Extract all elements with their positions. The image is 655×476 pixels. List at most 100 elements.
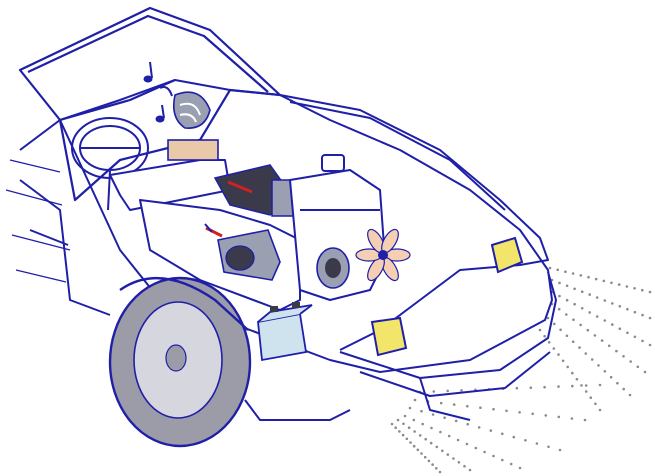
beam-dot <box>633 287 636 290</box>
beam-dot <box>619 327 622 330</box>
beam-dot <box>564 270 567 273</box>
beam-dot <box>398 430 401 433</box>
beam-dot <box>571 417 574 420</box>
beam-dot <box>572 272 575 275</box>
beam-dot <box>453 403 456 406</box>
beam-dot <box>566 299 569 302</box>
beam-dot <box>466 423 469 426</box>
beam-dot <box>501 433 504 436</box>
beam-dot <box>409 441 412 444</box>
beam-dot <box>599 409 602 412</box>
beam-dot <box>531 413 534 416</box>
beam-dot <box>553 323 556 326</box>
beam-dot <box>603 280 606 283</box>
beam-dot <box>616 382 619 385</box>
beam-dot <box>581 307 584 310</box>
beam-dot <box>431 463 434 466</box>
beam-dot <box>572 340 575 343</box>
front-wheel <box>110 278 250 446</box>
beam-dot <box>414 399 417 402</box>
beam-dot <box>596 315 599 318</box>
beam-dot <box>413 430 416 433</box>
beam-dot <box>452 457 455 460</box>
beam-dot <box>457 439 460 442</box>
beam-dot <box>391 423 394 426</box>
beam-dot <box>622 355 625 358</box>
beam-dot <box>469 469 472 472</box>
beam-dot <box>409 407 412 410</box>
beam-dot <box>557 353 560 356</box>
beam-dot <box>629 360 632 363</box>
beam-dot <box>604 370 607 373</box>
beam-dot <box>618 283 621 286</box>
alternator <box>317 248 349 288</box>
beam-dot <box>447 453 450 456</box>
beam-dot <box>565 313 568 316</box>
beam-dot <box>397 419 400 422</box>
beam-dot <box>448 435 451 438</box>
beam-dot <box>518 411 521 414</box>
beam-dot <box>443 416 446 419</box>
beam-dot <box>585 390 588 393</box>
beam-dot <box>435 467 438 470</box>
beam-dot <box>559 449 562 452</box>
fan-hub <box>378 250 388 260</box>
beam-dot <box>619 305 622 308</box>
beam-dot <box>594 403 597 406</box>
beam-dot <box>404 415 407 418</box>
beam-dot <box>622 388 625 391</box>
beam-dot <box>591 358 594 361</box>
beam-dot <box>641 314 644 317</box>
beam-dot <box>590 396 593 399</box>
beam-dot <box>595 278 598 281</box>
beam-dot <box>402 434 405 437</box>
beam-dot <box>536 442 539 445</box>
beam-dot <box>571 385 574 388</box>
beam-dot <box>644 371 647 374</box>
beam-dot <box>588 293 591 296</box>
beam-dot <box>626 285 629 288</box>
beam-dot <box>588 311 591 314</box>
beam-dot <box>479 406 482 409</box>
beam-dot <box>604 319 607 322</box>
beam-dot <box>501 459 504 462</box>
beam-dot <box>510 463 513 466</box>
beam-dot <box>637 366 640 369</box>
beam-dot <box>466 405 469 408</box>
beam-dot <box>543 386 546 389</box>
beam-dot <box>604 299 607 302</box>
beam-dot <box>530 386 533 389</box>
beam-dot <box>466 443 469 446</box>
beam-dot <box>505 410 508 413</box>
beam-dot <box>585 352 588 355</box>
beam-dot <box>626 332 629 335</box>
beam-dot <box>558 416 561 419</box>
beam-dot <box>634 336 637 339</box>
beam-dot <box>594 334 597 337</box>
beam-dot <box>402 423 405 426</box>
beam-dot <box>610 282 613 285</box>
beam-dot <box>439 471 442 474</box>
beam-dot <box>611 302 614 305</box>
beam-dot <box>599 384 602 387</box>
beam-dot <box>558 295 561 298</box>
beam-dot <box>557 385 560 388</box>
beam-dot <box>413 445 416 448</box>
beam-dot <box>446 390 449 393</box>
beam-dot <box>610 376 613 379</box>
beam-dot <box>490 429 493 432</box>
beam-dot <box>548 341 551 344</box>
beam-dot <box>566 366 569 369</box>
beam-dot <box>440 402 443 405</box>
beam-dot <box>611 323 614 326</box>
beam-dot <box>553 347 556 350</box>
beam-dot <box>420 410 423 413</box>
beam-dot <box>408 426 411 429</box>
headlight-left <box>372 318 406 355</box>
beam-dot <box>629 394 632 397</box>
beam-dot <box>430 427 433 430</box>
beam-dot <box>641 289 644 292</box>
beam-dot <box>581 290 584 293</box>
beam-dot <box>406 438 409 441</box>
